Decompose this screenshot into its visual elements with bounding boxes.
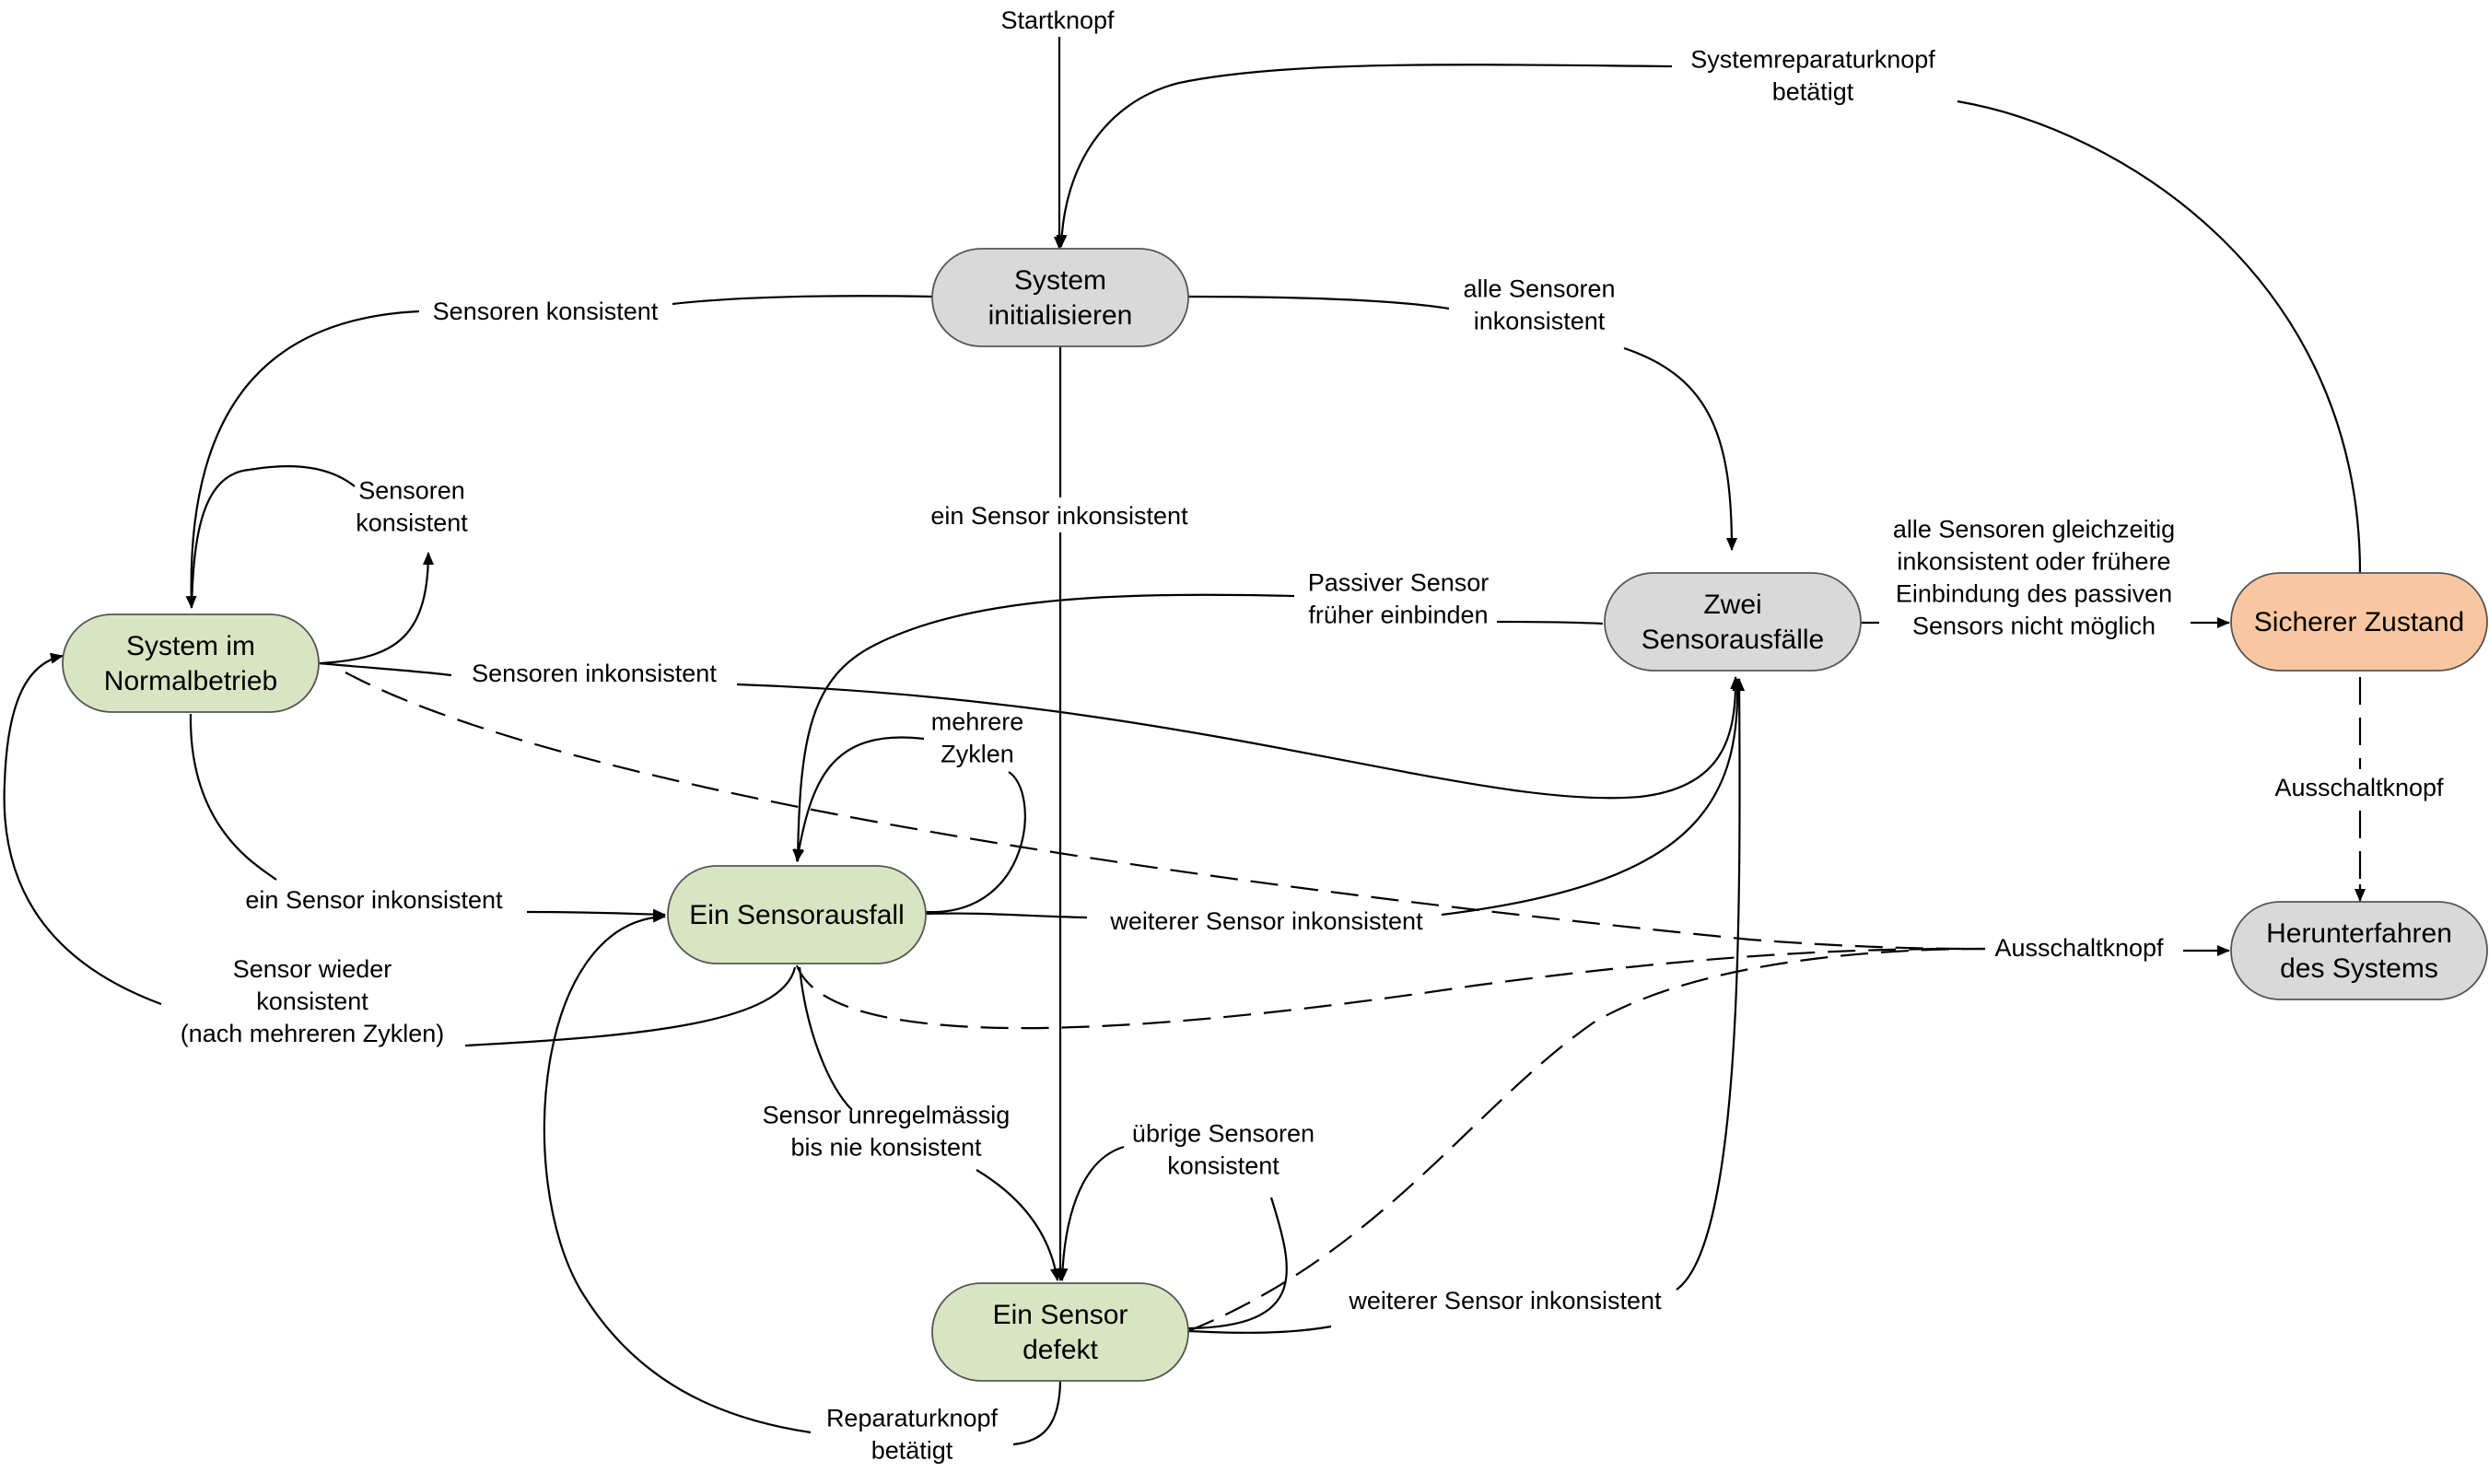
label-off: Ausschaltknopf — [1994, 934, 2164, 962]
text-line: Sensorausfälle — [1642, 625, 1824, 655]
edge-one-to-normal — [3, 656, 797, 1047]
edge-repair — [543, 917, 1062, 1446]
text-line: Reparaturknopf — [826, 1405, 999, 1432]
state-label: Ein Sensor defekt — [993, 1300, 1128, 1365]
text-line: initialisieren — [988, 300, 1133, 331]
label-normal-self: Sensoren konsistent — [356, 477, 468, 537]
state-shutdown[interactable]: Herunterfahren des Systems — [2230, 901, 2488, 1000]
state-label: Ein Sensorausfall — [689, 900, 904, 930]
label-init-to-defect: ein Sensor inkonsistent — [930, 502, 1188, 530]
label-safe-off: Ausschaltknopf — [2274, 774, 2444, 801]
state-safe[interactable]: Sicherer Zustand — [2230, 572, 2488, 672]
text-line: Sensors nicht möglich — [1912, 613, 2156, 640]
text-line: mehrere — [931, 708, 1024, 736]
edge-normal-to-one — [189, 713, 665, 915]
label-two-to-safe: alle Sensoren gleichzeitig inkonsistent o… — [1893, 516, 2175, 640]
label-one-to-normal: Sensor wieder konsistent (nach mehreren Zy… — [181, 955, 445, 1047]
label-start: Startknopf — [1000, 6, 1115, 34]
edge-one-to-shutdown — [795, 947, 1986, 1030]
label-system-repair: Systemreparaturknopf betätigt — [1690, 46, 1935, 106]
text-line: Normalbetrieb — [104, 666, 277, 696]
label-passive: Passiver Sensor früher einbinden — [1308, 569, 1490, 629]
label-one-to-defect: Sensor unregelmässig bis nie konsistent — [763, 1102, 1011, 1162]
text-line: weiterer Sensor inkonsistent — [1109, 907, 1423, 935]
label-defect-to-two: weiterer Sensor inkonsistent — [1348, 1287, 1662, 1315]
text-line: Sicherer Zustand — [2254, 607, 2464, 637]
text-line: Sensor unregelmässig — [763, 1102, 1011, 1129]
text-line: alle Sensoren — [1463, 275, 1615, 303]
edge-normal-to-two — [318, 661, 1735, 800]
state-label: Herunterfahren des Systems — [2266, 918, 2452, 984]
edge-normal-self — [190, 465, 428, 665]
edge-init-to-two — [1187, 295, 1732, 550]
label-repair: Reparaturknopf betätigt — [826, 1405, 999, 1465]
label-normal-to-two: Sensoren inkonsistent — [472, 660, 717, 687]
text-line: Zyklen — [941, 741, 1014, 768]
state-one-defect[interactable]: Ein Sensor defekt — [931, 1282, 1189, 1382]
text-line: (nach mehreren Zyklen) — [181, 1020, 445, 1047]
text-line: konsistent — [1167, 1152, 1280, 1180]
text-line: defekt — [1022, 1335, 1098, 1365]
text-line: weiterer Sensor inkonsistent — [1348, 1287, 1662, 1315]
text-line: konsistent — [356, 509, 468, 537]
text-line: System im — [126, 631, 255, 661]
text-line: übrige Sensoren — [1132, 1120, 1315, 1148]
state-one-fail[interactable]: Ein Sensorausfall — [667, 865, 927, 964]
text-line: Einbindung des passiven — [1896, 580, 2172, 608]
text-line: Sensoren — [358, 477, 465, 505]
states: System initialisieren System im Normalbetr… — [62, 248, 2488, 1382]
state-normal[interactable]: System im Normalbetrieb — [62, 613, 320, 713]
text-line: Herunterfahren — [2266, 918, 2452, 949]
text-line: betätigt — [871, 1437, 953, 1465]
edge-defect-to-shutdown — [1187, 947, 1986, 1333]
text-line: ein Sensor inkonsistent — [245, 886, 503, 914]
text-line: Sensoren konsistent — [433, 298, 659, 325]
text-line: Ausschaltknopf — [1994, 934, 2164, 962]
text-line: Sensor wieder — [233, 955, 392, 983]
text-line: Sensoren inkonsistent — [472, 660, 717, 687]
edge-one-self — [797, 736, 1026, 914]
state-init[interactable]: System initialisieren — [931, 248, 1189, 347]
text-line: bis nie konsistent — [790, 1134, 982, 1162]
text-line: Ein Sensor — [993, 1300, 1128, 1330]
label-init-to-normal: Sensoren konsistent — [433, 298, 659, 325]
state-label: System initialisieren — [988, 265, 1133, 331]
edge-system-repair — [1061, 64, 2362, 574]
text-line: Ausschaltknopf — [2274, 774, 2444, 801]
text-line: Systemreparaturknopf — [1690, 46, 1935, 74]
label-defect-self: übrige Sensoren konsistent — [1132, 1120, 1315, 1180]
text-line: Passiver Sensor — [1308, 569, 1490, 597]
text-line: früher einbinden — [1308, 602, 1488, 629]
state-label: System im Normalbetrieb — [104, 631, 277, 696]
text-line: Startknopf — [1000, 6, 1115, 34]
text-line: Ein Sensorausfall — [689, 900, 904, 930]
text-line: ein Sensor inkonsistent — [930, 502, 1188, 530]
label-init-to-two: alle Sensoren inkonsistent — [1463, 275, 1615, 335]
text-line: betätigt — [1772, 78, 1854, 106]
text-line: alle Sensoren gleichzeitig — [1893, 516, 2175, 543]
edge-init-to-normal — [192, 295, 934, 608]
edge-normal-to-shutdown — [345, 672, 1986, 951]
label-normal-to-one: ein Sensor inkonsistent — [245, 886, 503, 914]
text-line: inkonsistent oder frühere — [1897, 548, 2170, 576]
text-line: des Systems — [2280, 953, 2438, 984]
edge-one-to-two — [925, 679, 1737, 919]
text-line: inkonsistent — [1474, 308, 1606, 335]
text-line: Zwei — [1703, 590, 1761, 620]
edge-passive — [798, 593, 1604, 861]
edge-one-to-defect — [798, 966, 1058, 1280]
text-line: konsistent — [256, 987, 368, 1015]
transitions — [3, 37, 2366, 1446]
text-line: System — [1014, 265, 1106, 296]
edge-defect-self — [1062, 1145, 1288, 1330]
label-one-to-two: weiterer Sensor inkonsistent — [1109, 907, 1423, 935]
state-label: Sicherer Zustand — [2254, 607, 2464, 637]
edge-defect-to-two — [1187, 679, 1740, 1334]
